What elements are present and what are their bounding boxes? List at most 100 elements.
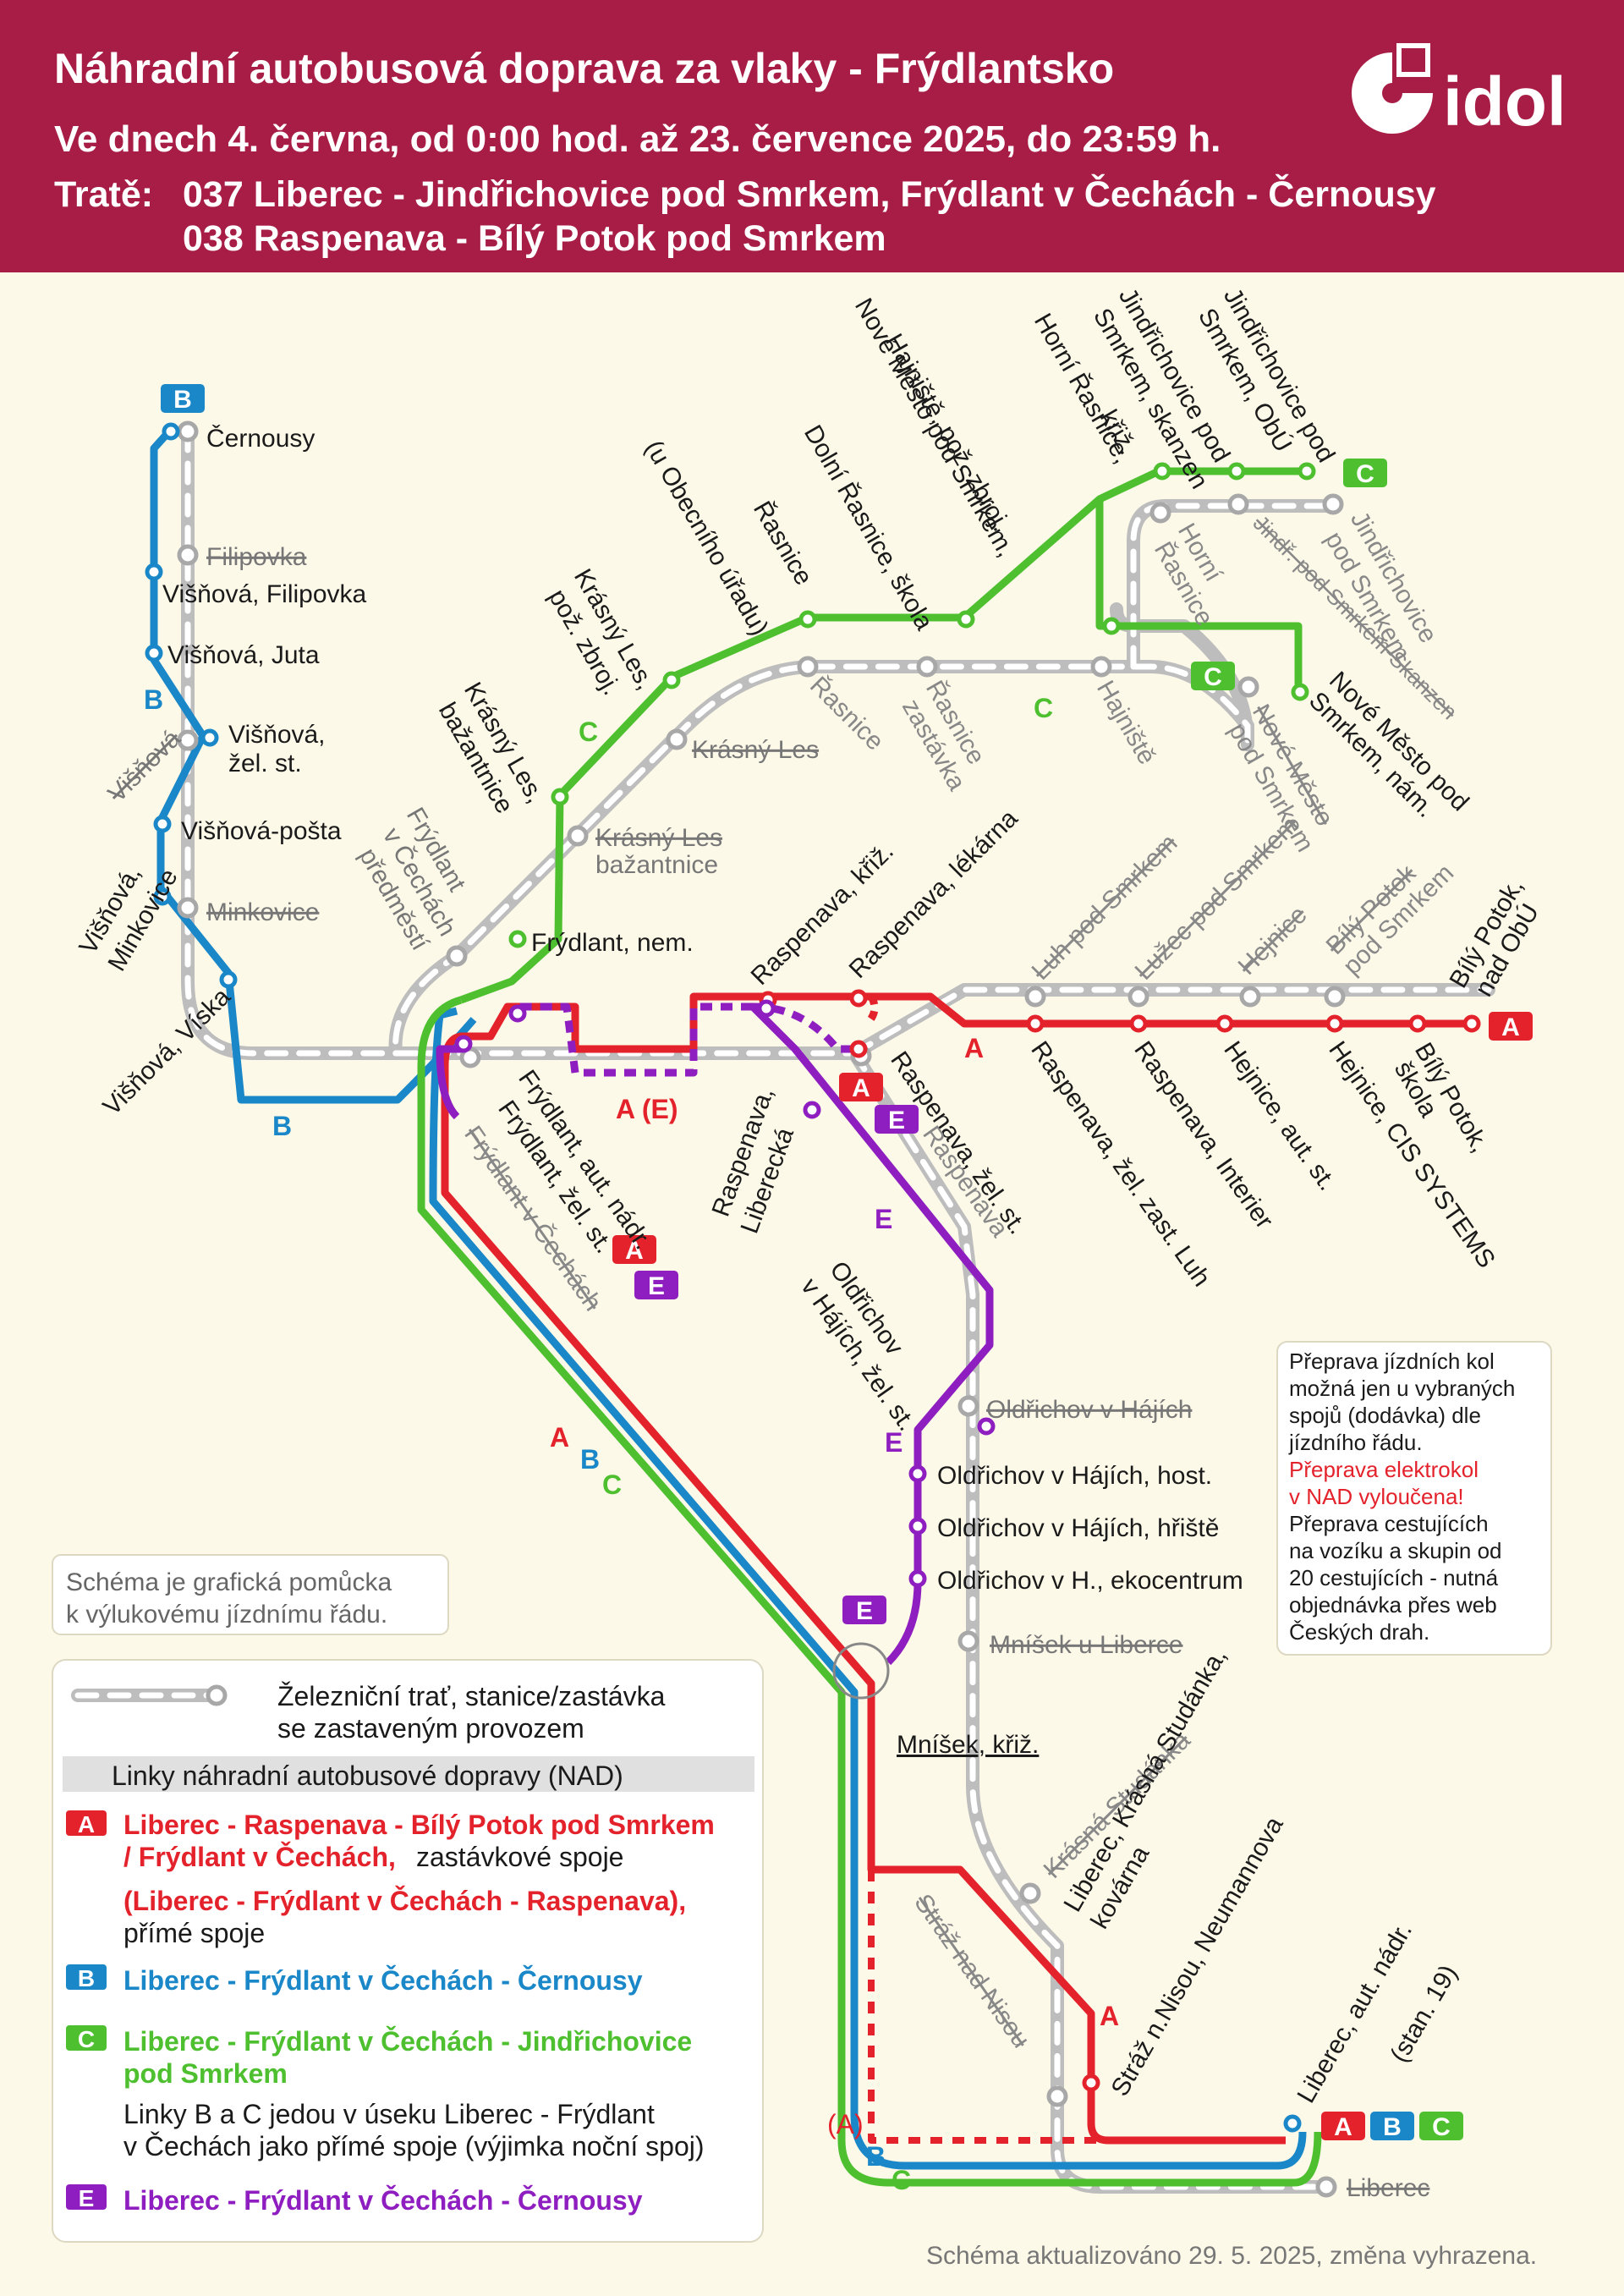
station-minkovice bbox=[179, 899, 196, 916]
label-krasny-les-bazantnice-2: bažantnice bbox=[595, 851, 718, 879]
badge-c-liberec: C bbox=[1432, 2113, 1451, 2141]
badge-b-cernousy: B bbox=[173, 386, 192, 414]
label-liberec-rail: Liberec bbox=[1347, 2174, 1429, 2202]
legend-rail-2: se zastaveným provozem bbox=[277, 1713, 584, 1744]
label-raspenava-lekarna: Raspenava, lékárna bbox=[844, 805, 1023, 984]
station-horni-rasnice bbox=[1152, 504, 1169, 521]
stop-hejnice-aut-st bbox=[1215, 1014, 1234, 1033]
bike-note-2: možná jen u vybraných bbox=[1289, 1376, 1515, 1401]
label-oldrichov-rail: Oldřichov v Hájích bbox=[986, 1396, 1192, 1424]
station-bily-potok bbox=[1326, 988, 1343, 1005]
station-hejnice bbox=[1242, 988, 1259, 1005]
bike-note-10: objednávka přes web bbox=[1289, 1592, 1497, 1618]
schema-note: Schéma je grafická pomůcka k výlukovému … bbox=[52, 1554, 449, 1635]
letter-a-south: A bbox=[1100, 2001, 1119, 2031]
schema-note-2: k výlukovému jízdnímu řádu. bbox=[66, 1601, 387, 1629]
stop-raspenava-liberecka bbox=[803, 1101, 821, 1119]
label-krasny-les: Krásný Les bbox=[692, 736, 819, 764]
letter-e-south: E bbox=[885, 1427, 903, 1458]
bike-note-5: Přeprava elektrokol bbox=[1289, 1457, 1479, 1482]
stop-jindrichovice-obu bbox=[1298, 462, 1316, 481]
label-liberec-aut-nadr-1: Liberec, aut. nádr. bbox=[1292, 1918, 1418, 2107]
station-krasny-les-bazantnice bbox=[569, 827, 586, 844]
label-visnova-zel-st-1: Višňová, bbox=[228, 721, 326, 749]
stop-visnova-filipovka bbox=[145, 563, 163, 581]
stop-oldrichov-hriste bbox=[908, 1517, 927, 1535]
stop-liberec-aut-nadr bbox=[1283, 2114, 1302, 2133]
stop-krasny-les-bazantnice bbox=[551, 788, 569, 806]
station-nove-mesto bbox=[1240, 678, 1257, 695]
letter-b-north: B bbox=[144, 684, 163, 715]
stop-visnova-zel-st bbox=[200, 728, 219, 747]
label-krasny-les-bazantnice-1: Krásný Les bbox=[595, 824, 722, 852]
station-cernousy bbox=[179, 423, 196, 440]
stop-oldrichov-zel-st bbox=[977, 1417, 996, 1436]
bike-note-7: Přeprava cestujících bbox=[1289, 1511, 1489, 1536]
label-dolni-rasnice: Dolní Řasnice, škola bbox=[798, 420, 938, 635]
bike-note-3: spojů (dodávka) dle bbox=[1289, 1403, 1481, 1428]
legend-a-4: přímé spoje bbox=[123, 1918, 265, 1948]
line-badges: B C C A A E A E E A B C bbox=[161, 384, 1533, 2141]
stop-nove-mesto-nam bbox=[1291, 683, 1309, 701]
letter-c-south: C bbox=[892, 2165, 911, 2195]
station-jindr-skanzen bbox=[1230, 496, 1247, 513]
letter-c-north: C bbox=[579, 717, 598, 747]
header-banner: Náhradní autobusová doprava za vlaky - F… bbox=[0, 0, 1624, 272]
label-filipovka: Filipovka bbox=[206, 543, 307, 571]
stop-oldrichov-host bbox=[908, 1464, 927, 1483]
label-mnisek-kriz: Mníšek, křiž. bbox=[897, 1731, 1039, 1759]
label-visnova-juta: Višňová, Juta bbox=[167, 641, 320, 669]
station-oldrichov bbox=[960, 1398, 977, 1414]
label-a-e: A (E) bbox=[616, 1094, 678, 1124]
badge-a-frydlant: A bbox=[625, 1237, 644, 1265]
legend-e-1: Liberec - Frýdlant v Čechách - Černousy bbox=[123, 2185, 643, 2216]
stop-frydlant-aut-nadr bbox=[508, 1004, 527, 1023]
station-krasny-les bbox=[668, 731, 685, 748]
label-rasnice-urad-2: (u Obecního úřadu) bbox=[639, 436, 774, 640]
letter-a-east: A bbox=[964, 1033, 984, 1063]
bike-note-1: Přeprava jízdních kol bbox=[1289, 1348, 1495, 1374]
legend-badge-a: A bbox=[78, 1811, 95, 1837]
station-luh bbox=[1027, 988, 1044, 1005]
stop-rasnice-urad bbox=[798, 610, 817, 629]
station-frydlant-predmesti bbox=[448, 948, 465, 964]
badge-e-raspenava: E bbox=[888, 1107, 905, 1134]
stop-visnova-viska bbox=[219, 970, 238, 989]
line-a-route bbox=[441, 992, 1472, 2145]
letter-e-mid: E bbox=[875, 1204, 892, 1234]
letter-a-paren: (A) bbox=[827, 2109, 864, 2139]
label-visnova-filipovka: Višňová, Filipovka bbox=[162, 580, 367, 608]
legend-nad-title: Linky náhradní autobusové dopravy (NAD) bbox=[112, 1760, 623, 1791]
stop-labels: Černousy Filipovka Višňová, Filipovka Vi… bbox=[162, 424, 1429, 2202]
legend-bc-2: v Čechách jako přímé spoje (výjimka nočn… bbox=[123, 2131, 705, 2161]
label-straz-rail: Stráž nad Nisou bbox=[908, 1889, 1034, 2053]
station-mnisek bbox=[960, 1633, 977, 1650]
validity-dates: Ve dnech 4. června, od 0:00 hod. až 23. … bbox=[54, 118, 1221, 160]
badge-c-nove-mesto: C bbox=[1204, 663, 1222, 691]
legend-a-2: / Frýdlant v Čechách, bbox=[123, 1842, 396, 1872]
legend-a-2-rest: zastávkové spoje bbox=[416, 1842, 623, 1872]
stop-bily-potok-obu bbox=[1462, 1014, 1481, 1033]
bike-note-8: na vozíku a skupin od bbox=[1289, 1538, 1502, 1563]
legend-b-1: Liberec - Frýdlant v Čechách - Černousy bbox=[123, 1965, 643, 1996]
route-letters: B B C C A A B C E E A B C (A) A (E) bbox=[144, 684, 1119, 2195]
stop-raspenava-zel-st bbox=[849, 1040, 868, 1058]
stop-raspenava-kriz-e bbox=[757, 999, 776, 1018]
station-liberec bbox=[1318, 2178, 1335, 2195]
label-rasnice-urad-1: Řasnice bbox=[748, 497, 818, 590]
legend-badge-e: E bbox=[79, 2185, 95, 2211]
badge-a-bily-potok: A bbox=[1501, 1013, 1520, 1041]
stop-hajniste-poz-zbroj bbox=[1102, 617, 1121, 635]
footer-updated: Schéma aktualizováno 29. 5. 2025, změna … bbox=[926, 2242, 1538, 2270]
stop-hejnice-cis bbox=[1325, 1014, 1344, 1033]
stop-jindrichovice-skanzen bbox=[1227, 462, 1246, 481]
line-037-description: 037 Liberec - Jindřichovice pod Smrkem, … bbox=[183, 174, 1436, 215]
station-rasnice-zastavka bbox=[919, 658, 935, 675]
legend-bc-1: Linky B a C jedou v úseku Liberec - Frýd… bbox=[123, 2099, 655, 2129]
badge-c-jindrichovice: C bbox=[1356, 460, 1374, 488]
label-mnisek-rail: Mníšek u Liberce bbox=[990, 1631, 1182, 1659]
stop-raspenava-luh bbox=[1026, 1014, 1045, 1033]
badge-e-mnisek: E bbox=[856, 1597, 873, 1625]
label-hajniste-rail: Hajniště bbox=[1091, 676, 1161, 769]
